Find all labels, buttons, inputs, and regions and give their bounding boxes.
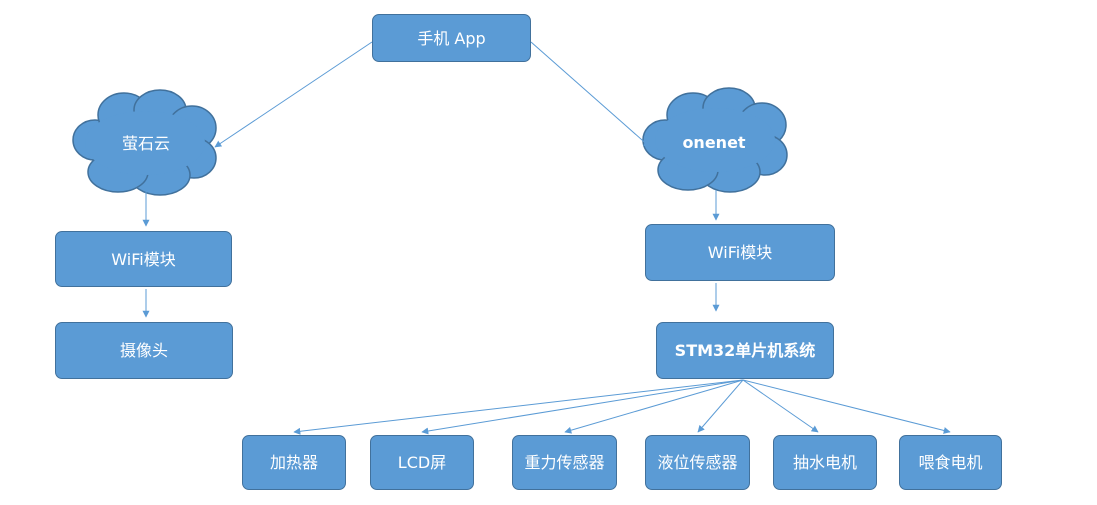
connector-app-to-yingshi	[214, 41, 373, 148]
cloud-shape-onenet	[642, 87, 788, 193]
cloud-shape-yingshi	[72, 89, 217, 196]
camera-node: 摄像头	[55, 322, 233, 379]
connector-mcu-to-feeder	[742, 379, 951, 434]
cloud-label-yingshi: 萤石云	[121, 134, 170, 153]
connector-app-to-onenet	[530, 41, 651, 148]
peripheral-feeder-motor: 喂食电机	[899, 435, 1002, 490]
app-node: 手机 App	[372, 14, 531, 62]
connector-mcu-to-gravity	[564, 379, 744, 434]
peripheral-level-sensor: 液位传感器	[645, 435, 750, 490]
wifi-module-left: WiFi模块	[55, 231, 232, 287]
cloud-label-onenet: onenet	[682, 132, 746, 152]
wifi-module-right: WiFi模块	[645, 224, 835, 281]
mcu-node: STM32单片机系统	[656, 322, 834, 379]
connector-mcu-to-heater	[293, 379, 744, 435]
connector-mcu-to-lcd	[421, 379, 744, 435]
connector-mcu-to-pump	[742, 379, 819, 433]
peripheral-heater: 加热器	[242, 435, 346, 490]
connector-mcu-to-level	[697, 379, 744, 433]
peripheral-pump-motor: 抽水电机	[773, 435, 877, 490]
peripheral-lcd: LCD屏	[370, 435, 474, 490]
peripheral-gravity-sensor: 重力传感器	[512, 435, 617, 490]
